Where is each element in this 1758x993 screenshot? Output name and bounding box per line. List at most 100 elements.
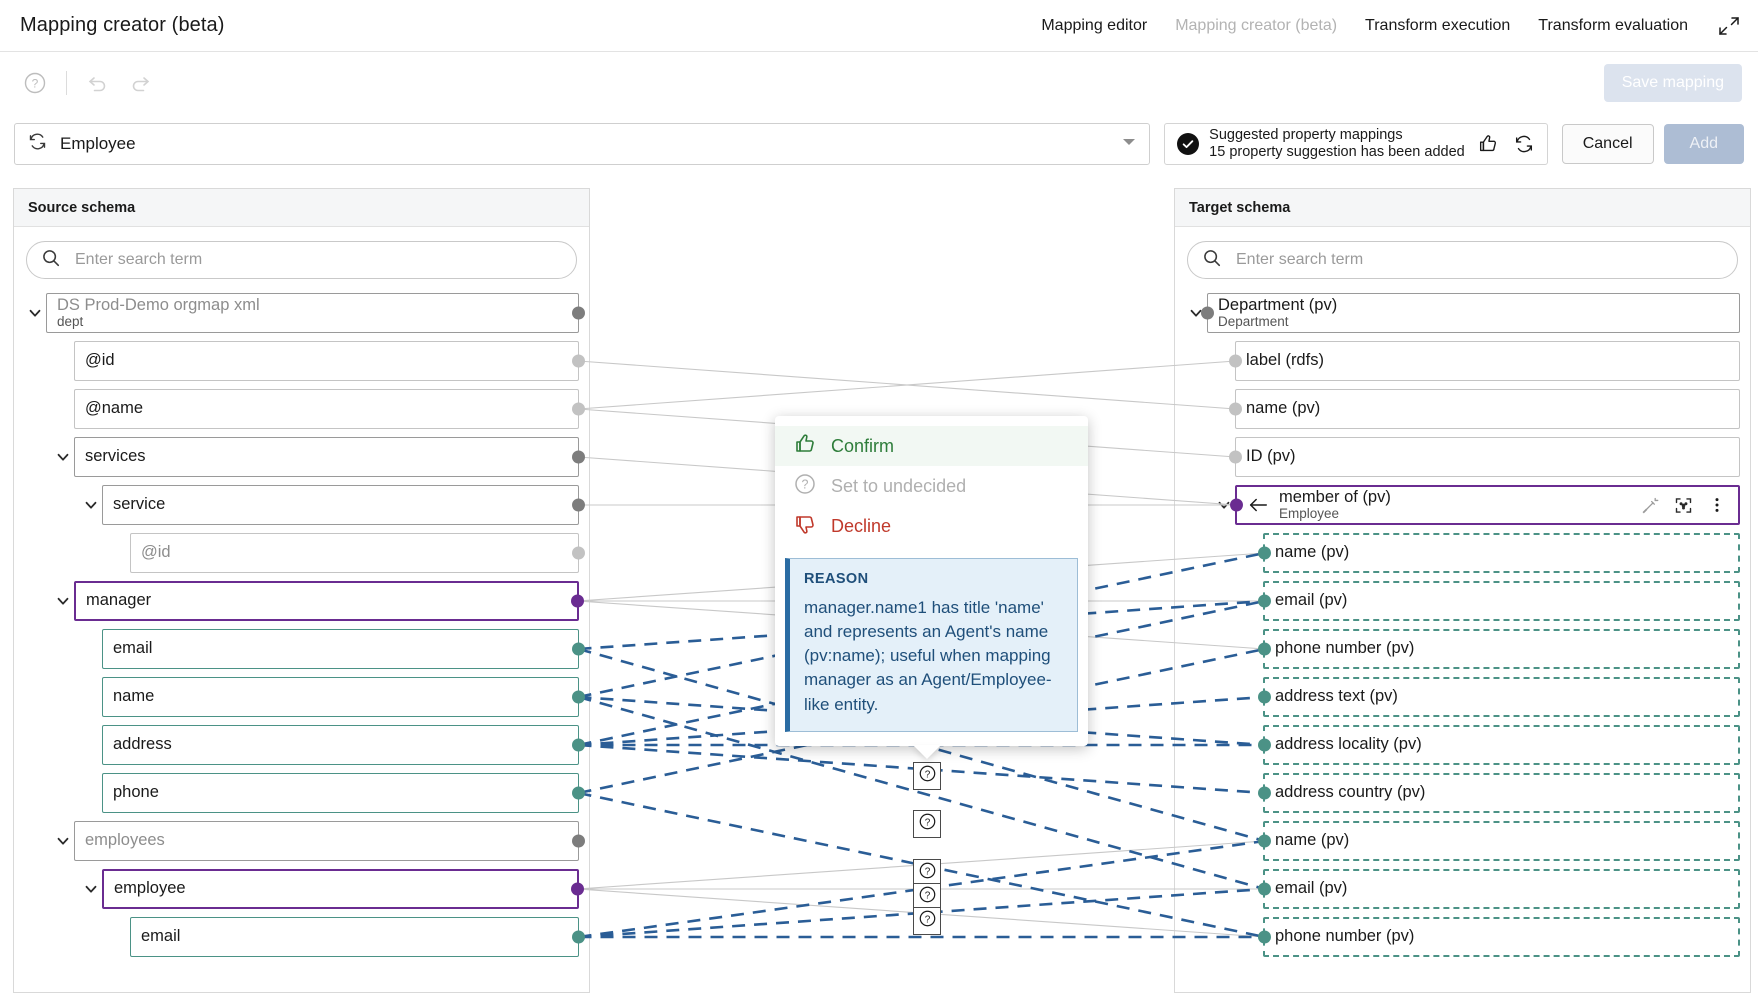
nav-item-mapping-creator[interactable]: Mapping creator (beta) [1175,16,1338,34]
target-port-dot[interactable] [1258,690,1271,704]
source-tree-node[interactable]: manager [74,581,584,621]
source-tree-node[interactable]: email [130,917,585,957]
target-port-dot[interactable] [1258,930,1271,944]
target-tree-node[interactable]: phone number (pv) [1258,629,1740,669]
target-tree-node[interactable]: name (pv) [1258,533,1740,573]
source-tree-row[interactable]: name [24,673,585,721]
target-port-dot[interactable] [1258,594,1271,608]
source-tree-node[interactable]: service [102,485,585,525]
target-tree-node[interactable]: member of (pv)Employee [1230,485,1740,525]
source-tree-row[interactable]: @name [24,385,585,433]
source-tree-node[interactable]: services [74,437,585,477]
target-tree-node[interactable]: Department (pv)Department [1201,293,1740,333]
refresh-cycle-icon[interactable] [1511,131,1537,157]
kebab-menu-icon[interactable] [1706,494,1728,516]
target-port-dot[interactable] [1229,354,1242,368]
target-tree-node[interactable]: email (pv) [1258,581,1740,621]
target-tree-row[interactable]: name (pv) [1185,817,1740,865]
nav-item-transform-execution[interactable]: Transform execution [1365,16,1511,34]
target-tree-row[interactable]: ID (pv) [1185,433,1740,481]
source-tree-node[interactable]: email [102,629,585,669]
target-port-dot[interactable] [1258,738,1271,752]
undo-arrow-icon[interactable] [79,64,117,102]
target-tree-row[interactable]: email (pv) [1185,577,1740,625]
target-port-dot[interactable] [1258,786,1271,800]
source-search-box[interactable] [26,241,577,279]
source-port-dot[interactable] [572,354,585,368]
source-tree-row[interactable]: service [24,481,585,529]
chevron-down-icon[interactable] [52,830,74,852]
chevron-down-icon[interactable] [24,302,46,324]
chevron-down-icon[interactable] [52,590,74,612]
source-tree-row[interactable]: services [24,433,585,481]
save-mapping-button[interactable]: Save mapping [1603,64,1742,102]
source-port-dot[interactable] [572,642,585,656]
nav-item-transform-evaluation[interactable]: Transform evaluation [1538,16,1688,34]
source-tree-node[interactable]: address [102,725,585,765]
source-port-dot[interactable] [572,546,585,560]
magic-wand-icon[interactable] [1638,494,1660,516]
nav-item-mapping-editor[interactable]: Mapping editor [1041,16,1148,34]
cancel-button[interactable]: Cancel [1561,124,1654,164]
source-tree-node[interactable]: @name [74,389,585,429]
target-port-dot[interactable] [1201,306,1214,320]
target-port-dot[interactable] [1258,642,1271,656]
target-search-box[interactable] [1187,241,1738,279]
target-port-dot[interactable] [1258,546,1271,560]
chevron-down-icon[interactable] [1121,134,1137,155]
source-tree-node[interactable]: @id [130,533,585,573]
target-tree-node[interactable]: label (rdfs) [1229,341,1740,381]
target-tree-row[interactable]: address locality (pv) [1185,721,1740,769]
source-tree-node[interactable]: name [102,677,585,717]
source-port-dot[interactable] [572,930,585,944]
collapse-diagonal-icon[interactable] [1716,13,1742,39]
source-port-dot[interactable] [572,402,585,416]
target-port-dot[interactable] [1258,834,1271,848]
decline-menu-item[interactable]: Decline [775,506,1088,546]
source-tree-row[interactable]: @id [24,337,585,385]
source-tree-row[interactable]: employees [24,817,585,865]
target-search-input[interactable] [1234,250,1723,270]
source-tree-row[interactable]: manager [24,577,584,625]
source-tree-node[interactable]: phone [102,773,585,813]
source-port-dot[interactable] [572,786,585,800]
source-tree-node[interactable]: employees [74,821,585,861]
source-tree-row[interactable]: address [24,721,585,769]
chevron-down-icon[interactable] [52,446,74,468]
target-tree-node[interactable]: address country (pv) [1258,773,1740,813]
source-port-dot[interactable] [571,594,584,608]
target-tree-row[interactable]: phone number (pv) [1185,913,1740,961]
source-port-dot[interactable] [571,882,584,896]
entity-select[interactable]: Employee [14,123,1151,165]
target-port-dot[interactable] [1230,498,1243,512]
target-tree-node[interactable]: name (pv) [1258,821,1740,861]
target-tree-row[interactable]: name (pv) [1185,385,1740,433]
target-tree-node[interactable]: email (pv) [1258,869,1740,909]
target-tree-row[interactable]: email (pv) [1185,865,1740,913]
chevron-down-icon[interactable] [80,494,102,516]
set-undecided-menu-item[interactable]: ? Set to undecided [775,466,1088,506]
target-tree-row[interactable]: phone number (pv) [1185,625,1740,673]
source-port-dot[interactable] [572,306,585,320]
source-tree-row[interactable]: phone [24,769,585,817]
undecided-badge[interactable]: ? [913,907,941,935]
source-tree-node[interactable]: @id [74,341,585,381]
source-port-dot[interactable] [572,498,585,512]
target-tree-node[interactable]: address locality (pv) [1258,725,1740,765]
source-port-dot[interactable] [572,690,585,704]
source-tree-row[interactable]: @id [24,529,585,577]
redo-arrow-icon[interactable] [121,64,159,102]
source-port-dot[interactable] [572,738,585,752]
source-tree-row[interactable]: email [24,913,585,961]
source-tree-row[interactable]: email [24,625,585,673]
add-button[interactable]: Add [1663,124,1744,164]
source-port-dot[interactable] [572,450,585,464]
focus-target-icon[interactable] [1672,494,1694,516]
back-arrow-icon[interactable] [1247,495,1269,515]
target-tree-node[interactable]: phone number (pv) [1258,917,1740,957]
target-tree-node[interactable]: address text (pv) [1258,677,1740,717]
target-port-dot[interactable] [1258,882,1271,896]
chevron-down-icon[interactable] [1185,302,1207,324]
